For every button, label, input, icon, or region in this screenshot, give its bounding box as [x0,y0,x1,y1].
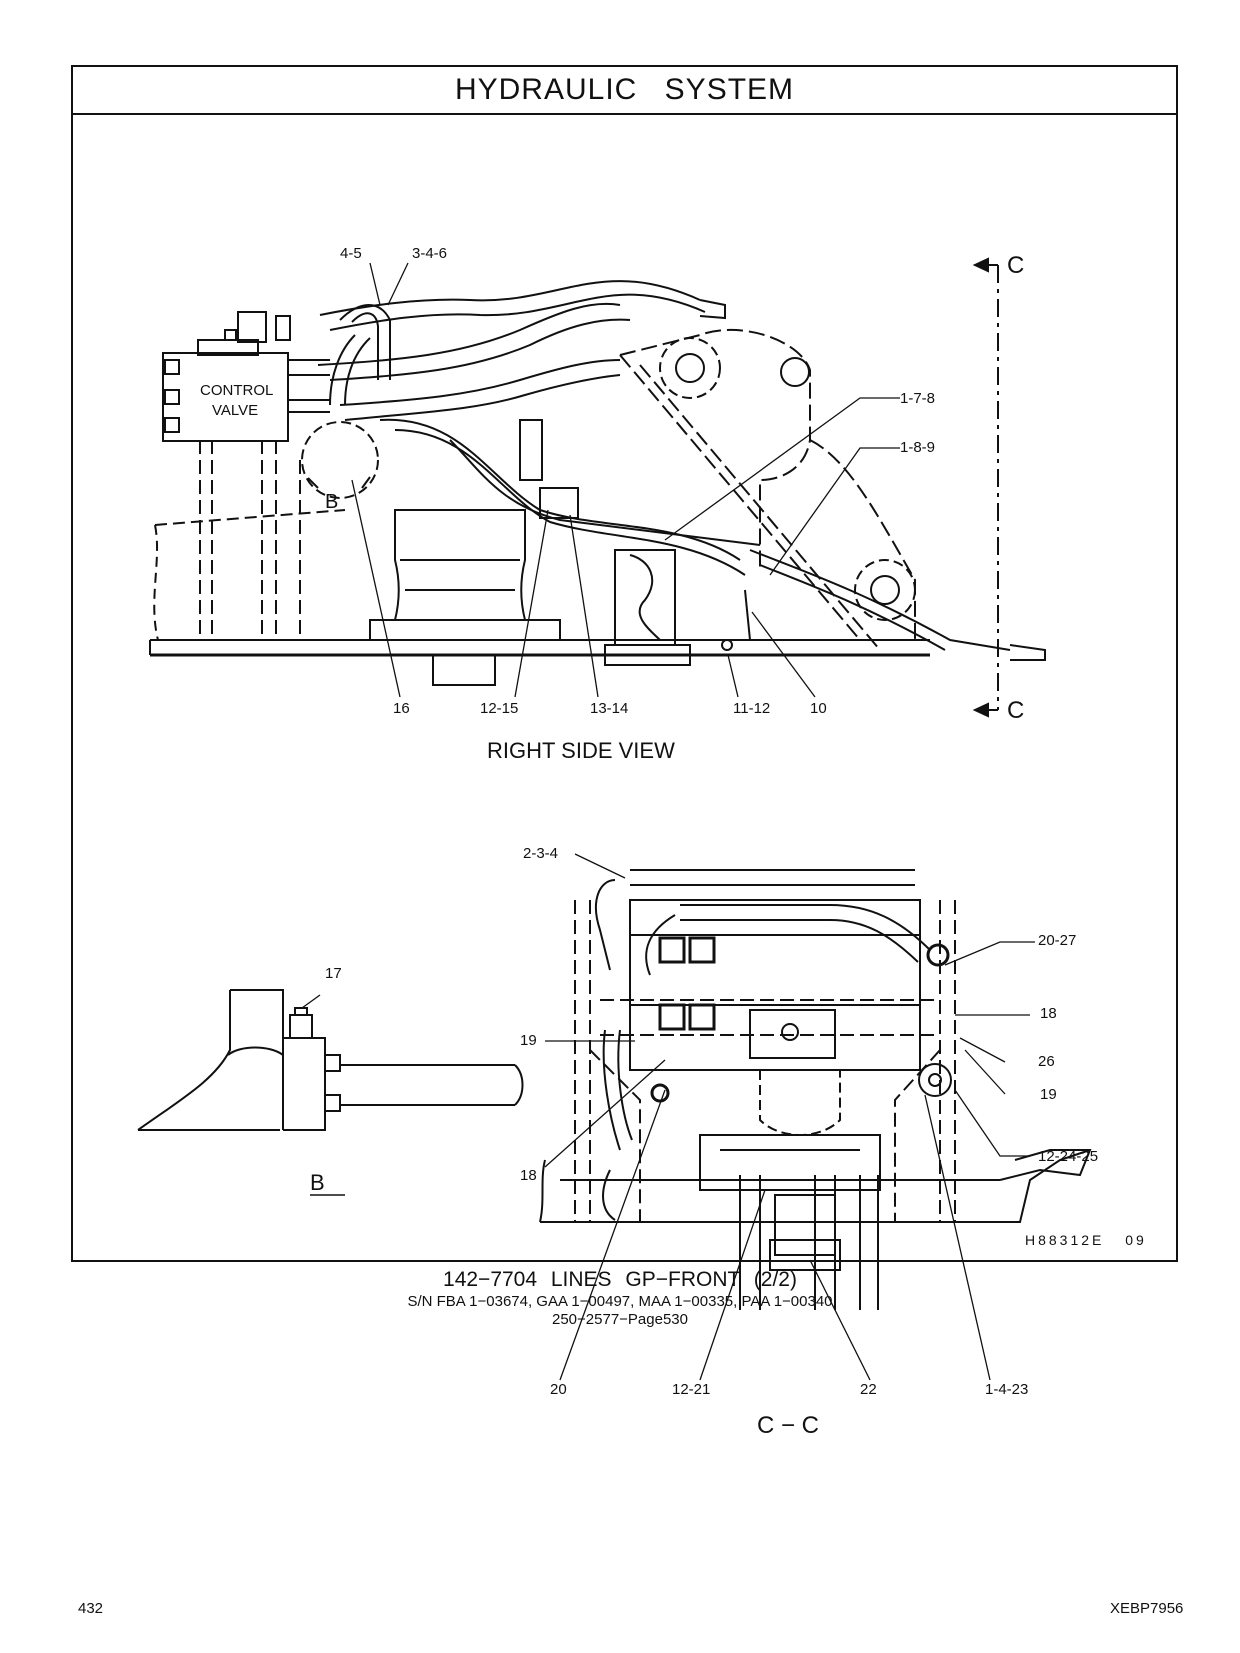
control-valve-label-line1: CONTROL [200,382,273,399]
callout-12-15: 12-15 [480,700,518,717]
document-id: XEBP7956 [1110,1600,1184,1617]
drawing-number: H88312E 09 [1025,1232,1147,1248]
callout-10: 10 [810,700,827,717]
section-cc-label: C − C [757,1412,819,1439]
callout-4-5: 4-5 [340,245,362,262]
callout-19-right: 19 [1040,1086,1057,1103]
callout-17: 17 [325,965,342,982]
callout-12-21: 12-21 [672,1381,710,1398]
section-cc-leaders [544,853,1035,1381]
detail-b-drawing [137,989,524,1196]
callout-2-3-4: 2-3-4 [523,845,558,862]
page-reference: 250−2577−Page530 [552,1311,688,1328]
callout-18-right: 18 [1040,1005,1057,1022]
title-bar: HYDRAULIC SYSTEM [73,67,1176,115]
callout-1-4-23: 1-4-23 [985,1381,1028,1398]
page-number: 432 [78,1600,104,1617]
right-side-view-label: RIGHT SIDE VIEW [487,738,675,763]
control-valve-label-line2: VALVE [212,402,258,419]
callout-13-14: 13-14 [590,700,628,717]
callout-20-bottom: 20 [550,1381,567,1398]
callout-1-8-9: 1-8-9 [900,439,935,456]
right-side-view-drawing [149,280,1046,686]
section-cc-drawing [539,869,1092,1310]
section-mark-bottom: C [1007,697,1024,724]
part-title: 142−7704 LINES GP−FRONT (2/2) [443,1268,797,1291]
section-mark-top: C [1007,252,1024,279]
section-line-c [972,257,999,718]
callout-18-left: 18 [520,1167,537,1184]
callout-19-left: 19 [520,1032,537,1049]
drawing-frame: HYDRAULIC SYSTEM [71,65,1178,1262]
serial-numbers: S/N FBA 1−03674, GAA 1−00497, MAA 1−0033… [407,1293,833,1310]
callout-22: 22 [860,1381,877,1398]
right-side-leaders [351,262,900,698]
callout-3-4-6: 3-4-6 [412,245,447,262]
callout-26: 26 [1038,1053,1055,1070]
callout-1-7-8: 1-7-8 [900,390,935,407]
callout-16: 16 [393,700,410,717]
callout-12-24-25: 12-24-25 [1038,1148,1098,1165]
callout-20-27: 20-27 [1038,932,1076,949]
detail-b-reference: B [325,491,338,513]
detail-b-label: B [310,1170,325,1195]
callout-11-12: 11-12 [733,700,770,717]
page-title: HYDRAULIC SYSTEM [454,73,795,106]
